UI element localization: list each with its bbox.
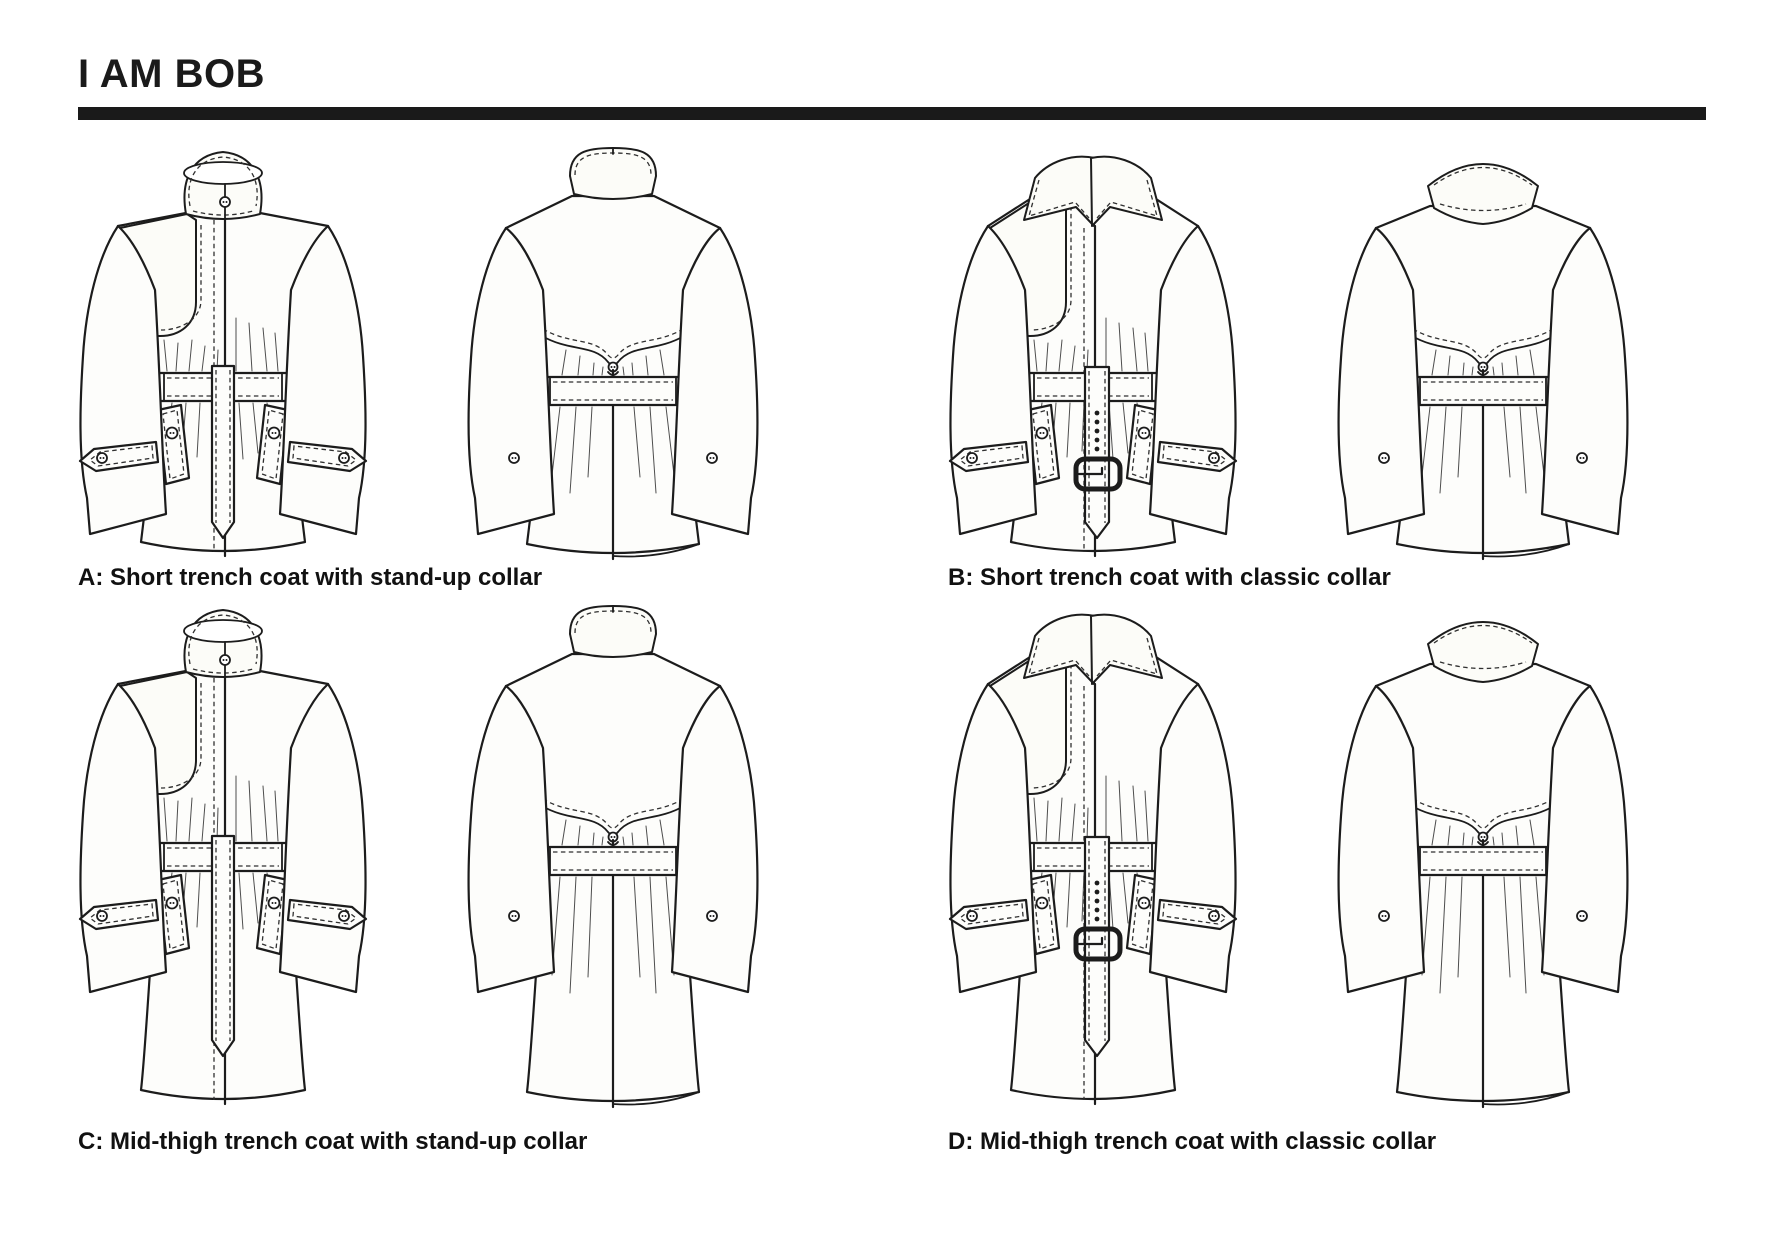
variant-d-back-view bbox=[1318, 598, 1648, 1118]
page-title: I AM BOB bbox=[78, 52, 265, 96]
title-divider bbox=[78, 107, 1706, 120]
variant-a-front-view bbox=[68, 140, 378, 575]
variant-c-back-view bbox=[448, 598, 778, 1118]
variant-d-front-view bbox=[938, 598, 1248, 1118]
variant-b-caption: B: Short trench coat with classic collar bbox=[948, 564, 1391, 591]
variant-b-back-view bbox=[1318, 140, 1648, 575]
variant-c-front-view bbox=[68, 598, 378, 1118]
variant-c-caption: C: Mid-thigh trench coat with stand-up c… bbox=[78, 1128, 588, 1155]
variant-a-caption: A: Short trench coat with stand-up colla… bbox=[78, 564, 543, 591]
variant-a-back-view bbox=[448, 140, 778, 575]
variant-d-caption: D: Mid-thigh trench coat with classic co… bbox=[948, 1128, 1437, 1155]
variant-b-front-view bbox=[938, 140, 1248, 575]
